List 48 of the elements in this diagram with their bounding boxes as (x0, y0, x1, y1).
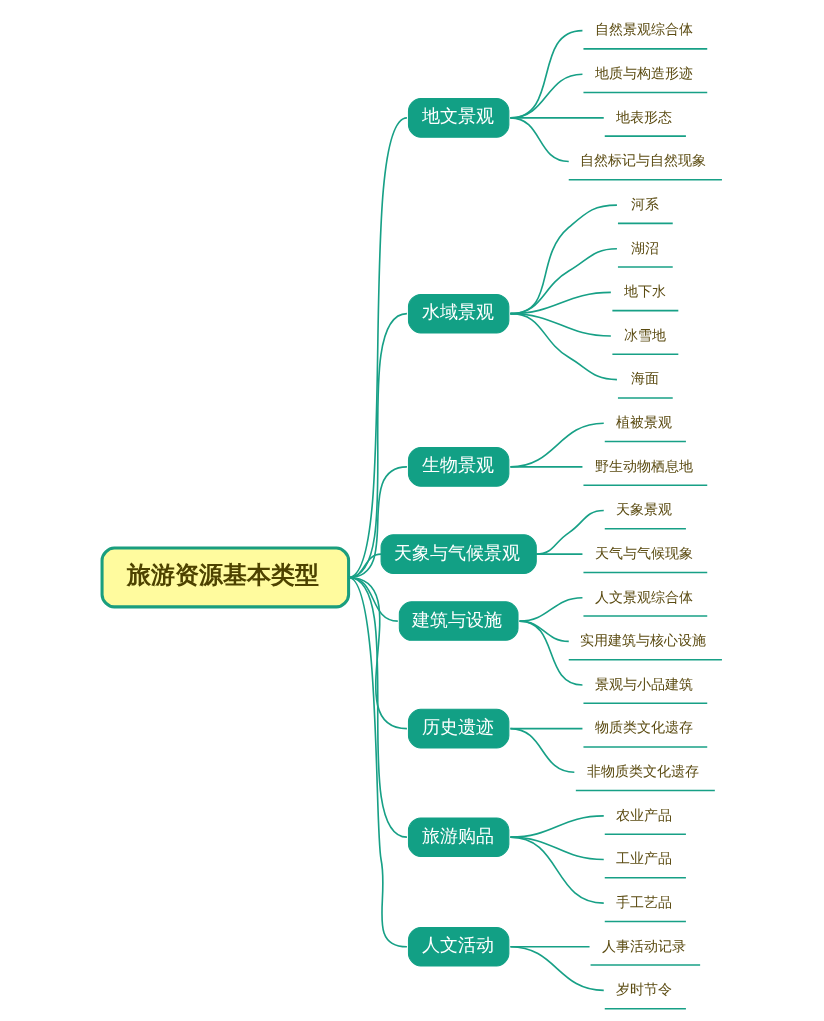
node-box: 水域景观 (407, 293, 510, 334)
connector (509, 945, 605, 992)
node-box: 旅游资源基本类型 (100, 546, 351, 609)
node-text: 河系 (630, 195, 659, 212)
connector (347, 466, 408, 579)
node-text: 天象景观 (615, 501, 672, 518)
node-text: 自然景观综合体 (594, 21, 693, 38)
connector (509, 727, 576, 774)
node-text: 非物质类文化遗存 (587, 763, 700, 780)
connector (509, 466, 584, 468)
connector (509, 836, 605, 904)
node-text: 湖沼 (630, 239, 659, 256)
node-box: 人文活动 (407, 926, 510, 967)
connector (347, 312, 408, 579)
node-text: 野生动物栖息地 (594, 457, 693, 474)
node-box: 历史遗迹 (407, 708, 510, 749)
connector (535, 553, 584, 555)
node-text: 冰雪地 (623, 326, 666, 343)
node-text: 人文景观综合体 (594, 588, 693, 605)
node-box: 建筑与设施 (398, 601, 519, 641)
node-text: 实用建筑与核心设施 (579, 632, 706, 649)
connector (518, 620, 584, 686)
node-text: 景观与小品建筑 (594, 675, 693, 692)
connector (509, 836, 605, 861)
node-text: 物质类文化遗存 (594, 719, 693, 736)
node-text: 自然标记与自然现象 (579, 152, 706, 169)
node-box: 地文景观 (407, 98, 510, 138)
node-text: 工业产品 (615, 850, 672, 867)
node-text: 人事活动记录 (601, 937, 686, 954)
node-text: 地质与构造形迹 (594, 65, 693, 81)
connector (509, 422, 605, 468)
connector (535, 509, 605, 555)
node-text: 海面 (630, 370, 659, 387)
node-text: 岁时节令 (615, 981, 672, 998)
node-text: 植被景观 (615, 414, 672, 430)
connector (347, 117, 408, 579)
node-text: 地下水 (623, 283, 666, 300)
connector (509, 312, 618, 381)
connector (347, 576, 408, 948)
node-text: 天气与气候现象 (594, 544, 693, 561)
node-text: 手工艺品 (615, 893, 672, 910)
node-box: 生物景观 (407, 447, 510, 487)
connector (509, 117, 570, 163)
node-text: 农业产品 (615, 806, 672, 823)
connector (347, 553, 382, 579)
node-box: 天象与气候景观 (380, 534, 537, 574)
node-text: 地表形态 (615, 108, 672, 125)
node-box: 旅游购品 (407, 817, 510, 857)
